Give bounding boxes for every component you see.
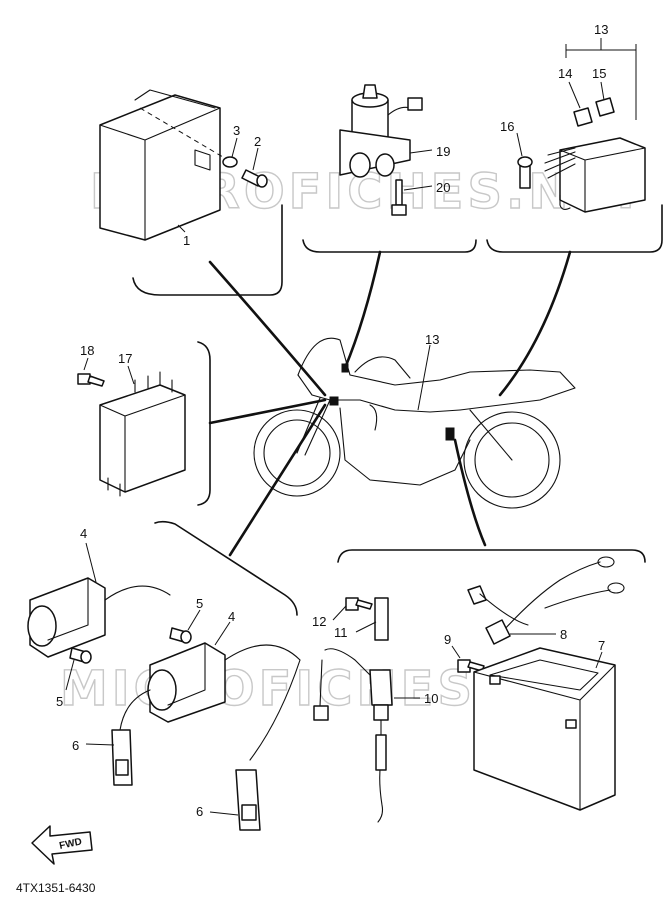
drawing-code: 4TX1351-6430 [16, 881, 96, 895]
callout-20: 20 [436, 180, 450, 195]
fwd-label: FWD [58, 836, 83, 851]
fwd-arrow-icon: FWD [31, 825, 93, 865]
callout-18: 18 [80, 343, 94, 358]
connector-line-cdi [208, 260, 327, 397]
connector-line-rectifier [208, 398, 327, 425]
callout-14: 14 [558, 66, 572, 81]
callout-6-left: 6 [72, 738, 79, 753]
main-switch-group [302, 84, 477, 253]
callout-8: 8 [560, 627, 567, 642]
connector-line-coils [228, 403, 327, 557]
callout-11: 11 [334, 625, 348, 640]
connector-line-battery [453, 438, 487, 547]
callout-10: 10 [424, 691, 438, 706]
callout-3: 3 [233, 123, 240, 138]
callout-17: 17 [118, 351, 132, 366]
callout-12: 12 [312, 614, 326, 629]
connector-line-fuse [498, 250, 572, 397]
callout-2: 2 [254, 134, 261, 149]
fuse-block-group [486, 38, 663, 253]
callout-15: 15 [592, 66, 606, 81]
motorcycle-outline [253, 337, 576, 509]
battery-group [313, 549, 646, 823]
callout-1: 1 [183, 233, 190, 248]
callout-13-center: 13 [425, 332, 439, 347]
rectifier-group [77, 341, 211, 506]
callout-9: 9 [444, 632, 451, 647]
ignition-coil-group [27, 520, 301, 831]
callout-16: 16 [500, 119, 514, 134]
callout-4-left: 4 [80, 526, 87, 541]
callout-4-right: 4 [228, 609, 235, 624]
callout-5-right: 5 [196, 596, 203, 611]
callout-6-right: 6 [196, 804, 203, 819]
callout-13-top: 13 [594, 22, 608, 37]
callout-5-left: 5 [56, 694, 63, 709]
connector-line-switch [343, 250, 382, 370]
callout-7: 7 [598, 638, 605, 653]
callout-19: 19 [436, 144, 450, 159]
cdi-unit-group [99, 89, 283, 296]
